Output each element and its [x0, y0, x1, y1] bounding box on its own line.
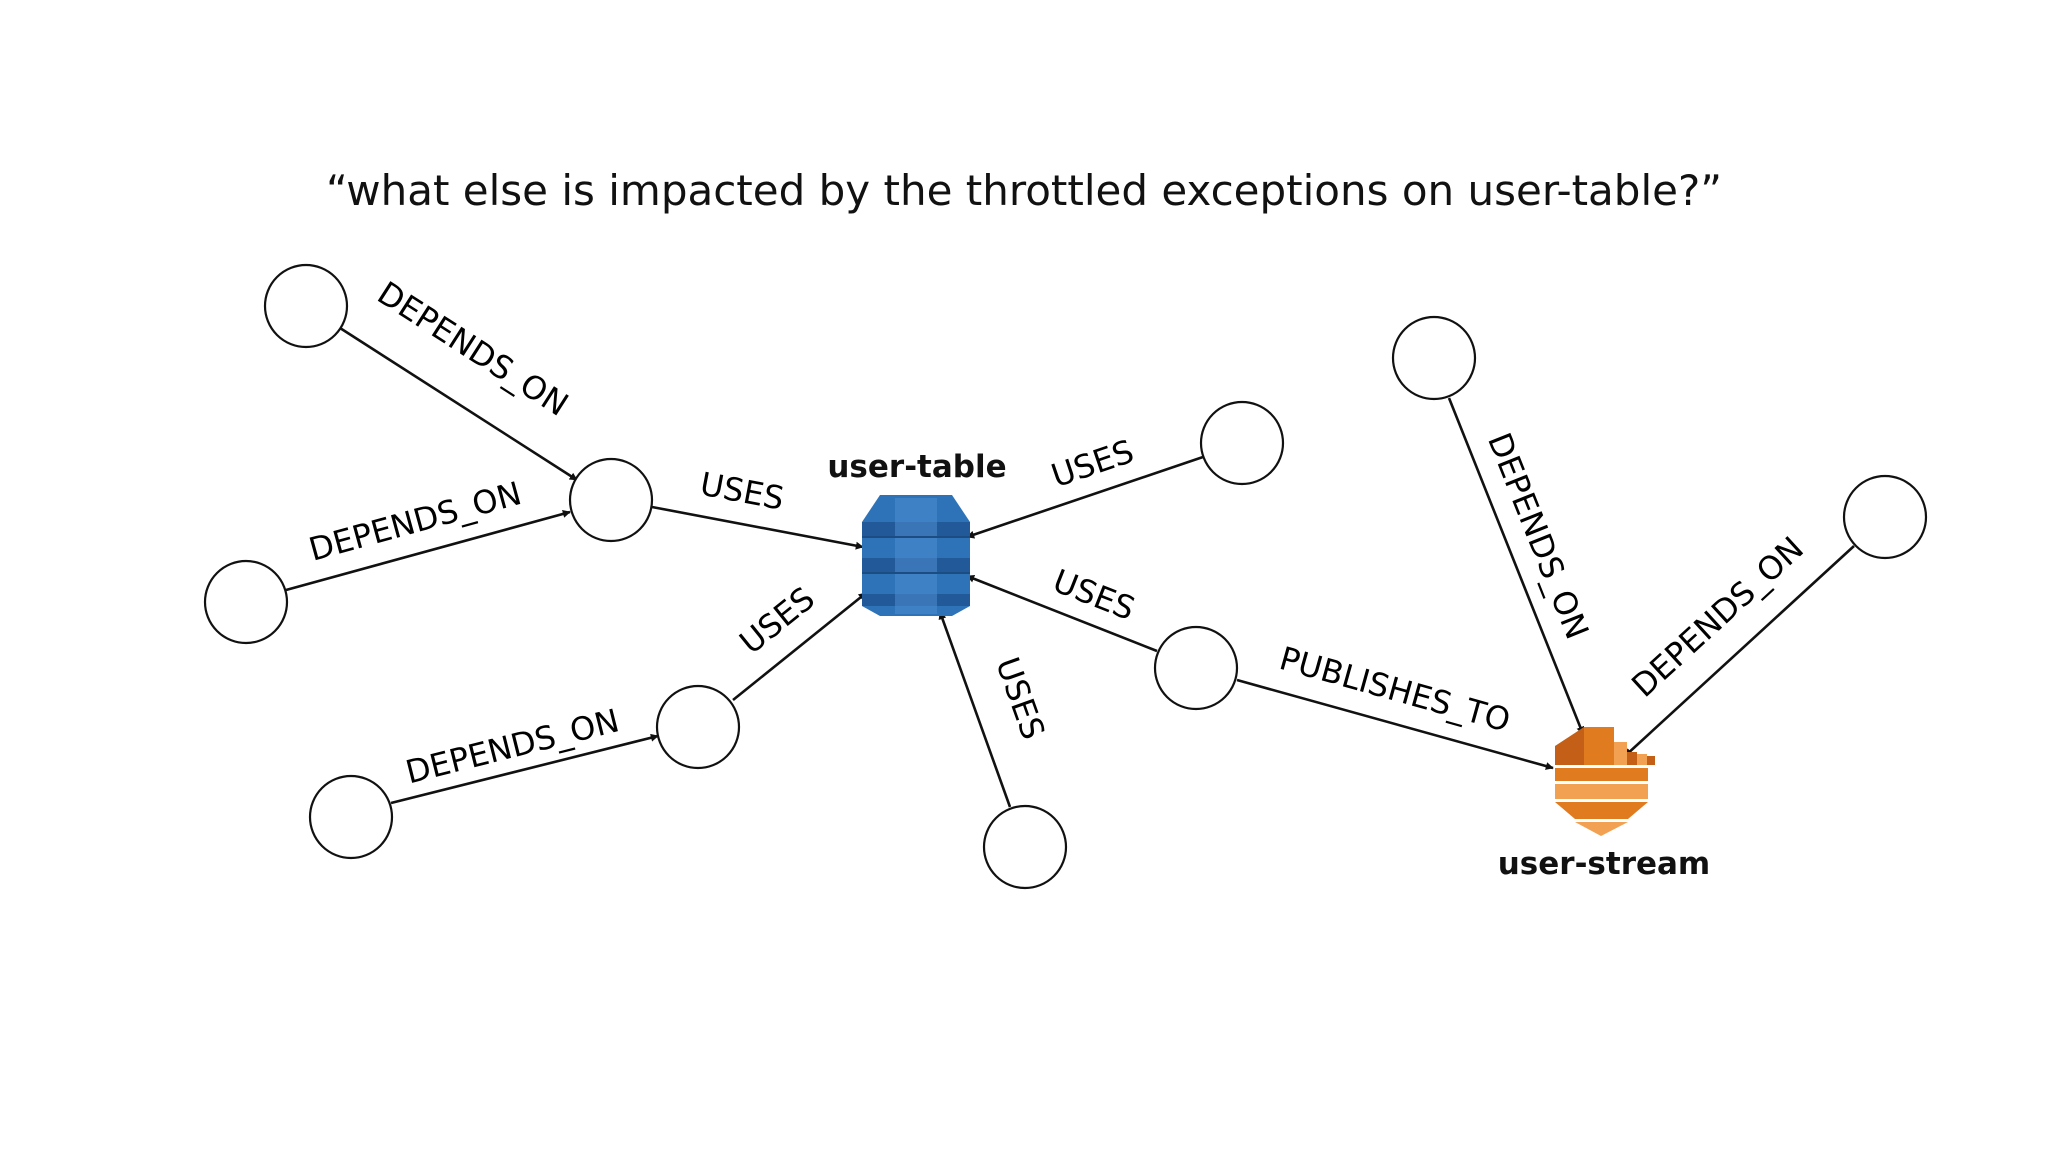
edge-label-e5: USES — [732, 579, 821, 661]
edge-e8 — [938, 611, 1012, 808]
edge-e10 — [1447, 397, 1585, 735]
edge-e2 — [285, 510, 571, 592]
edge-e7 — [966, 574, 1158, 653]
edge-label-e3: USES — [697, 465, 787, 518]
edge-e4 — [390, 733, 659, 805]
dynamodb-table-icon — [862, 495, 970, 616]
user-stream-node[interactable]: user-stream — [1498, 727, 1711, 882]
kinesis-stream-icon — [1555, 727, 1655, 836]
graph-node[interactable] — [263, 263, 349, 349]
graph-node[interactable] — [982, 804, 1068, 890]
edge-label-e7: USES — [1048, 562, 1140, 628]
edge-e9 — [1236, 678, 1554, 770]
edge-e11 — [1624, 545, 1855, 757]
edge-label-e8: USES — [988, 652, 1052, 744]
graph-node[interactable] — [655, 684, 741, 770]
nodes — [203, 263, 1928, 890]
graph-node[interactable] — [1842, 474, 1928, 560]
edge-label-e1: DEPENDS_ON — [371, 274, 575, 424]
user-table-label: user-table — [827, 449, 1006, 485]
graph-node[interactable] — [1391, 315, 1477, 401]
edge-e3 — [651, 505, 864, 550]
edges — [285, 326, 1855, 808]
user-table-node[interactable]: user-table — [827, 449, 1007, 616]
edge-label-e11: DEPENDS_ON — [1624, 529, 1811, 705]
graph-node[interactable] — [1153, 625, 1239, 711]
edge-label-e6: USES — [1046, 432, 1138, 495]
edge-e5 — [732, 591, 867, 702]
user-stream-label: user-stream — [1498, 846, 1711, 882]
question-title: “what else is impacted by the throttled … — [326, 166, 1722, 215]
edge-e1 — [339, 326, 578, 482]
edge-label-e10: DEPENDS_ON — [1480, 427, 1596, 644]
edge-e6 — [966, 455, 1204, 539]
graph-node[interactable] — [568, 457, 654, 543]
edge-labels: DEPENDS_ON DEPENDS_ON USES DEPENDS_ON US… — [305, 274, 1811, 792]
edge-label-e4: DEPENDS_ON — [402, 701, 623, 791]
graph-node[interactable] — [203, 559, 289, 645]
graph-node[interactable] — [308, 774, 394, 860]
graph-node[interactable] — [1199, 400, 1285, 486]
